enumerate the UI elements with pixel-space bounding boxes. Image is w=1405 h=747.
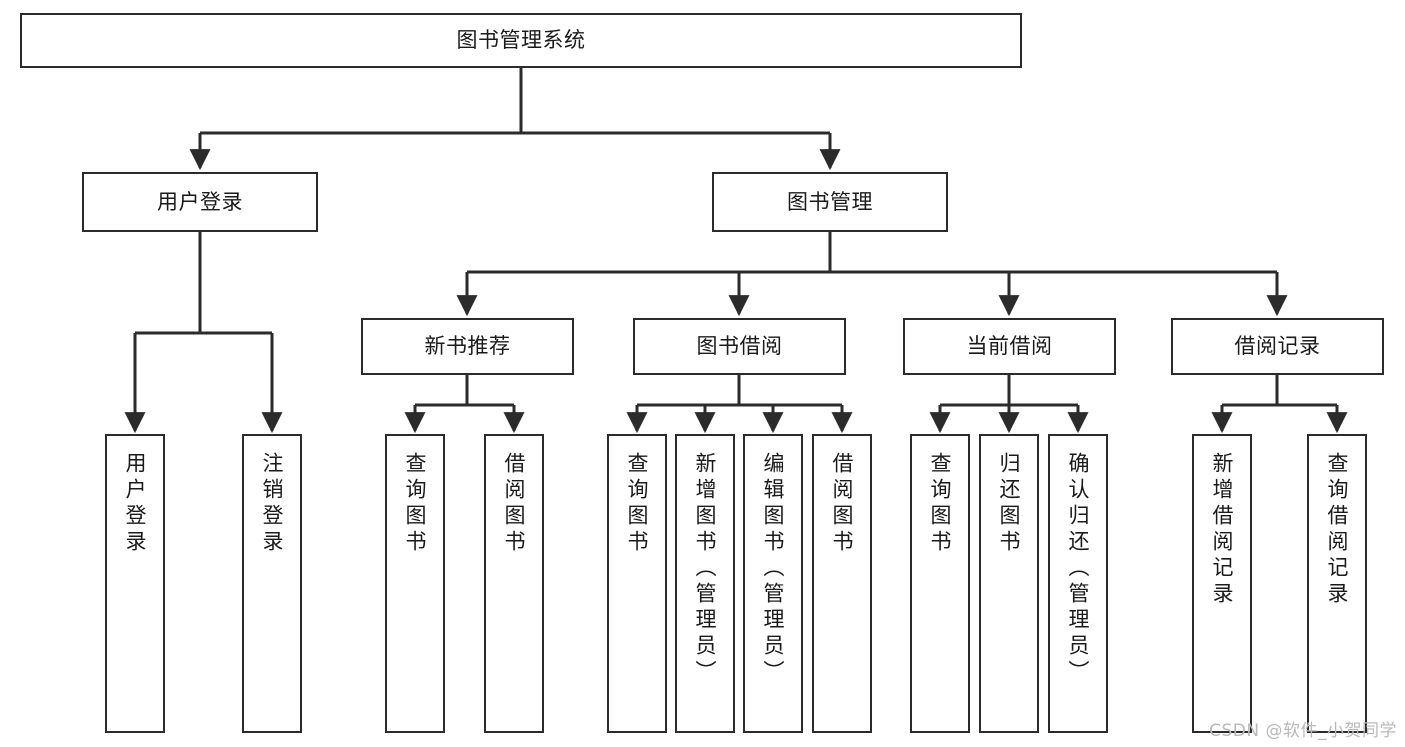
- node-leaf-label: 注销登录: [260, 452, 285, 556]
- node-leaf-new-book-query[interactable]: 查询图书: [385, 434, 445, 733]
- node-leaf-label: 查询图书: [625, 452, 650, 556]
- node-leaf-new-book-borrow[interactable]: 借阅图书: [484, 434, 544, 733]
- node-leaf-label: 借阅图书: [830, 452, 855, 556]
- node-root-label: 图书管理系统: [456, 28, 586, 53]
- node-leaf-book-borrow-edit[interactable]: 编辑图书（管理员）: [743, 434, 803, 733]
- node-leaf-user-login-logout[interactable]: 注销登录: [242, 434, 302, 733]
- node-leaf-label: 新增图书（管理员）: [693, 452, 718, 686]
- node-leaf-label: 用户登录: [123, 452, 148, 556]
- node-leaf-borrow-record-query[interactable]: 查询借阅记录: [1307, 434, 1367, 733]
- node-leaf-label: 归还图书: [997, 452, 1022, 556]
- node-borrow-record[interactable]: 借阅记录: [1171, 318, 1384, 375]
- node-leaf-borrow-record-add[interactable]: 新增借阅记录: [1192, 434, 1252, 733]
- node-new-book[interactable]: 新书推荐: [361, 318, 574, 375]
- node-leaf-label: 查询借阅记录: [1325, 452, 1350, 608]
- node-leaf-label: 查询图书: [403, 452, 428, 556]
- node-current-borrow[interactable]: 当前借阅: [903, 318, 1116, 375]
- node-book-borrow-label: 图书借阅: [696, 334, 783, 359]
- node-leaf-current-borrow-query[interactable]: 查询图书: [910, 434, 970, 733]
- node-user-login[interactable]: 用户登录: [82, 172, 318, 232]
- node-book-manage[interactable]: 图书管理: [712, 172, 948, 232]
- node-current-borrow-label: 当前借阅: [966, 334, 1053, 359]
- node-leaf-label: 借阅图书: [502, 452, 527, 556]
- node-book-borrow[interactable]: 图书借阅: [633, 318, 846, 375]
- node-new-book-label: 新书推荐: [424, 334, 511, 359]
- node-borrow-record-label: 借阅记录: [1234, 334, 1321, 359]
- node-user-login-label: 用户登录: [157, 189, 243, 214]
- node-leaf-label: 新增借阅记录: [1210, 452, 1235, 608]
- node-leaf-label: 确认归还（管理员）: [1066, 452, 1091, 686]
- node-leaf-book-borrow-query[interactable]: 查询图书: [607, 434, 667, 733]
- node-leaf-book-borrow-add[interactable]: 新增图书（管理员）: [675, 434, 735, 733]
- node-root[interactable]: 图书管理系统: [20, 13, 1022, 68]
- node-leaf-current-borrow-confirm[interactable]: 确认归还（管理员）: [1048, 434, 1108, 733]
- node-book-manage-label: 图书管理: [787, 189, 873, 214]
- node-leaf-book-borrow-borrow[interactable]: 借阅图书: [812, 434, 872, 733]
- node-leaf-current-borrow-return[interactable]: 归还图书: [979, 434, 1039, 733]
- node-leaf-user-login-login[interactable]: 用户登录: [105, 434, 165, 733]
- node-leaf-label: 编辑图书（管理员）: [761, 452, 786, 686]
- node-leaf-label: 查询图书: [928, 452, 953, 556]
